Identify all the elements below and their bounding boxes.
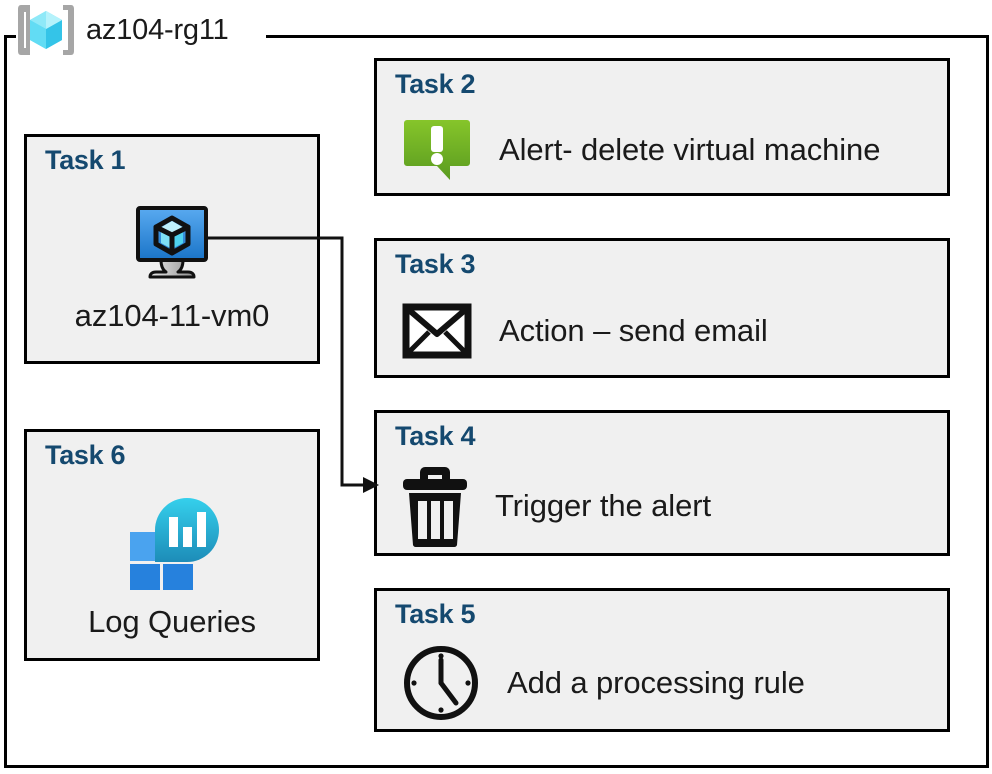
trash-can-icon xyxy=(401,463,469,549)
task-card-task-3[interactable]: Task 3 Action – send email xyxy=(374,238,950,378)
task-card-label: Alert- delete virtual machine xyxy=(499,132,881,167)
task-card-title: Task 6 xyxy=(45,440,126,470)
task-card-body: Alert- delete virtual machine xyxy=(401,113,937,187)
task-card-label: Add a processing rule xyxy=(507,665,805,700)
task-card-task-6[interactable]: Task 6 xyxy=(24,429,320,661)
task-card-body: Add a processing rule xyxy=(401,643,937,723)
resource-group-border-bottom xyxy=(4,765,989,768)
task-card-body: Action – send email xyxy=(401,293,937,369)
task-card-title: Task 4 xyxy=(395,421,476,451)
alert-bubble-icon xyxy=(401,114,473,186)
resource-group-header: az104-rg11 xyxy=(16,2,235,58)
resource-group-title: az104-rg11 xyxy=(86,13,229,46)
resource-group-border-top-left xyxy=(4,35,20,38)
resource-group-border-top-right xyxy=(266,35,989,38)
log-analytics-icon xyxy=(120,490,224,590)
task-card-body: az104-11-vm0 xyxy=(27,185,317,353)
resource-group-border-left xyxy=(4,35,7,768)
task-card-label: az104-11-vm0 xyxy=(74,298,270,333)
resource-group-border-right xyxy=(986,35,989,768)
task-card-task-2[interactable]: Task 2 Alert- delete virtual machine xyxy=(374,58,950,196)
envelope-icon xyxy=(401,302,473,360)
task-card-label: Log Queries xyxy=(88,604,256,639)
task-card-label: Trigger the alert xyxy=(495,488,711,523)
task-card-label: Action – send email xyxy=(499,313,768,348)
task-card-task-1[interactable]: Task 1 xyxy=(24,134,320,364)
virtual-machine-icon xyxy=(126,204,218,284)
task-card-body: Log Queries xyxy=(27,480,317,650)
task-card-task-4[interactable]: Task 4 Trigger the alert xyxy=(374,410,950,556)
task-card-title: Task 5 xyxy=(395,599,476,629)
task-card-title: Task 2 xyxy=(395,69,476,99)
azure-resource-group-icon xyxy=(18,5,74,55)
clock-icon xyxy=(401,643,481,723)
task-card-task-5[interactable]: Task 5 Add a processing rule xyxy=(374,588,950,732)
task-card-body: Trigger the alert xyxy=(401,463,937,549)
task-card-title: Task 3 xyxy=(395,249,476,279)
task-card-title: Task 1 xyxy=(45,145,126,175)
